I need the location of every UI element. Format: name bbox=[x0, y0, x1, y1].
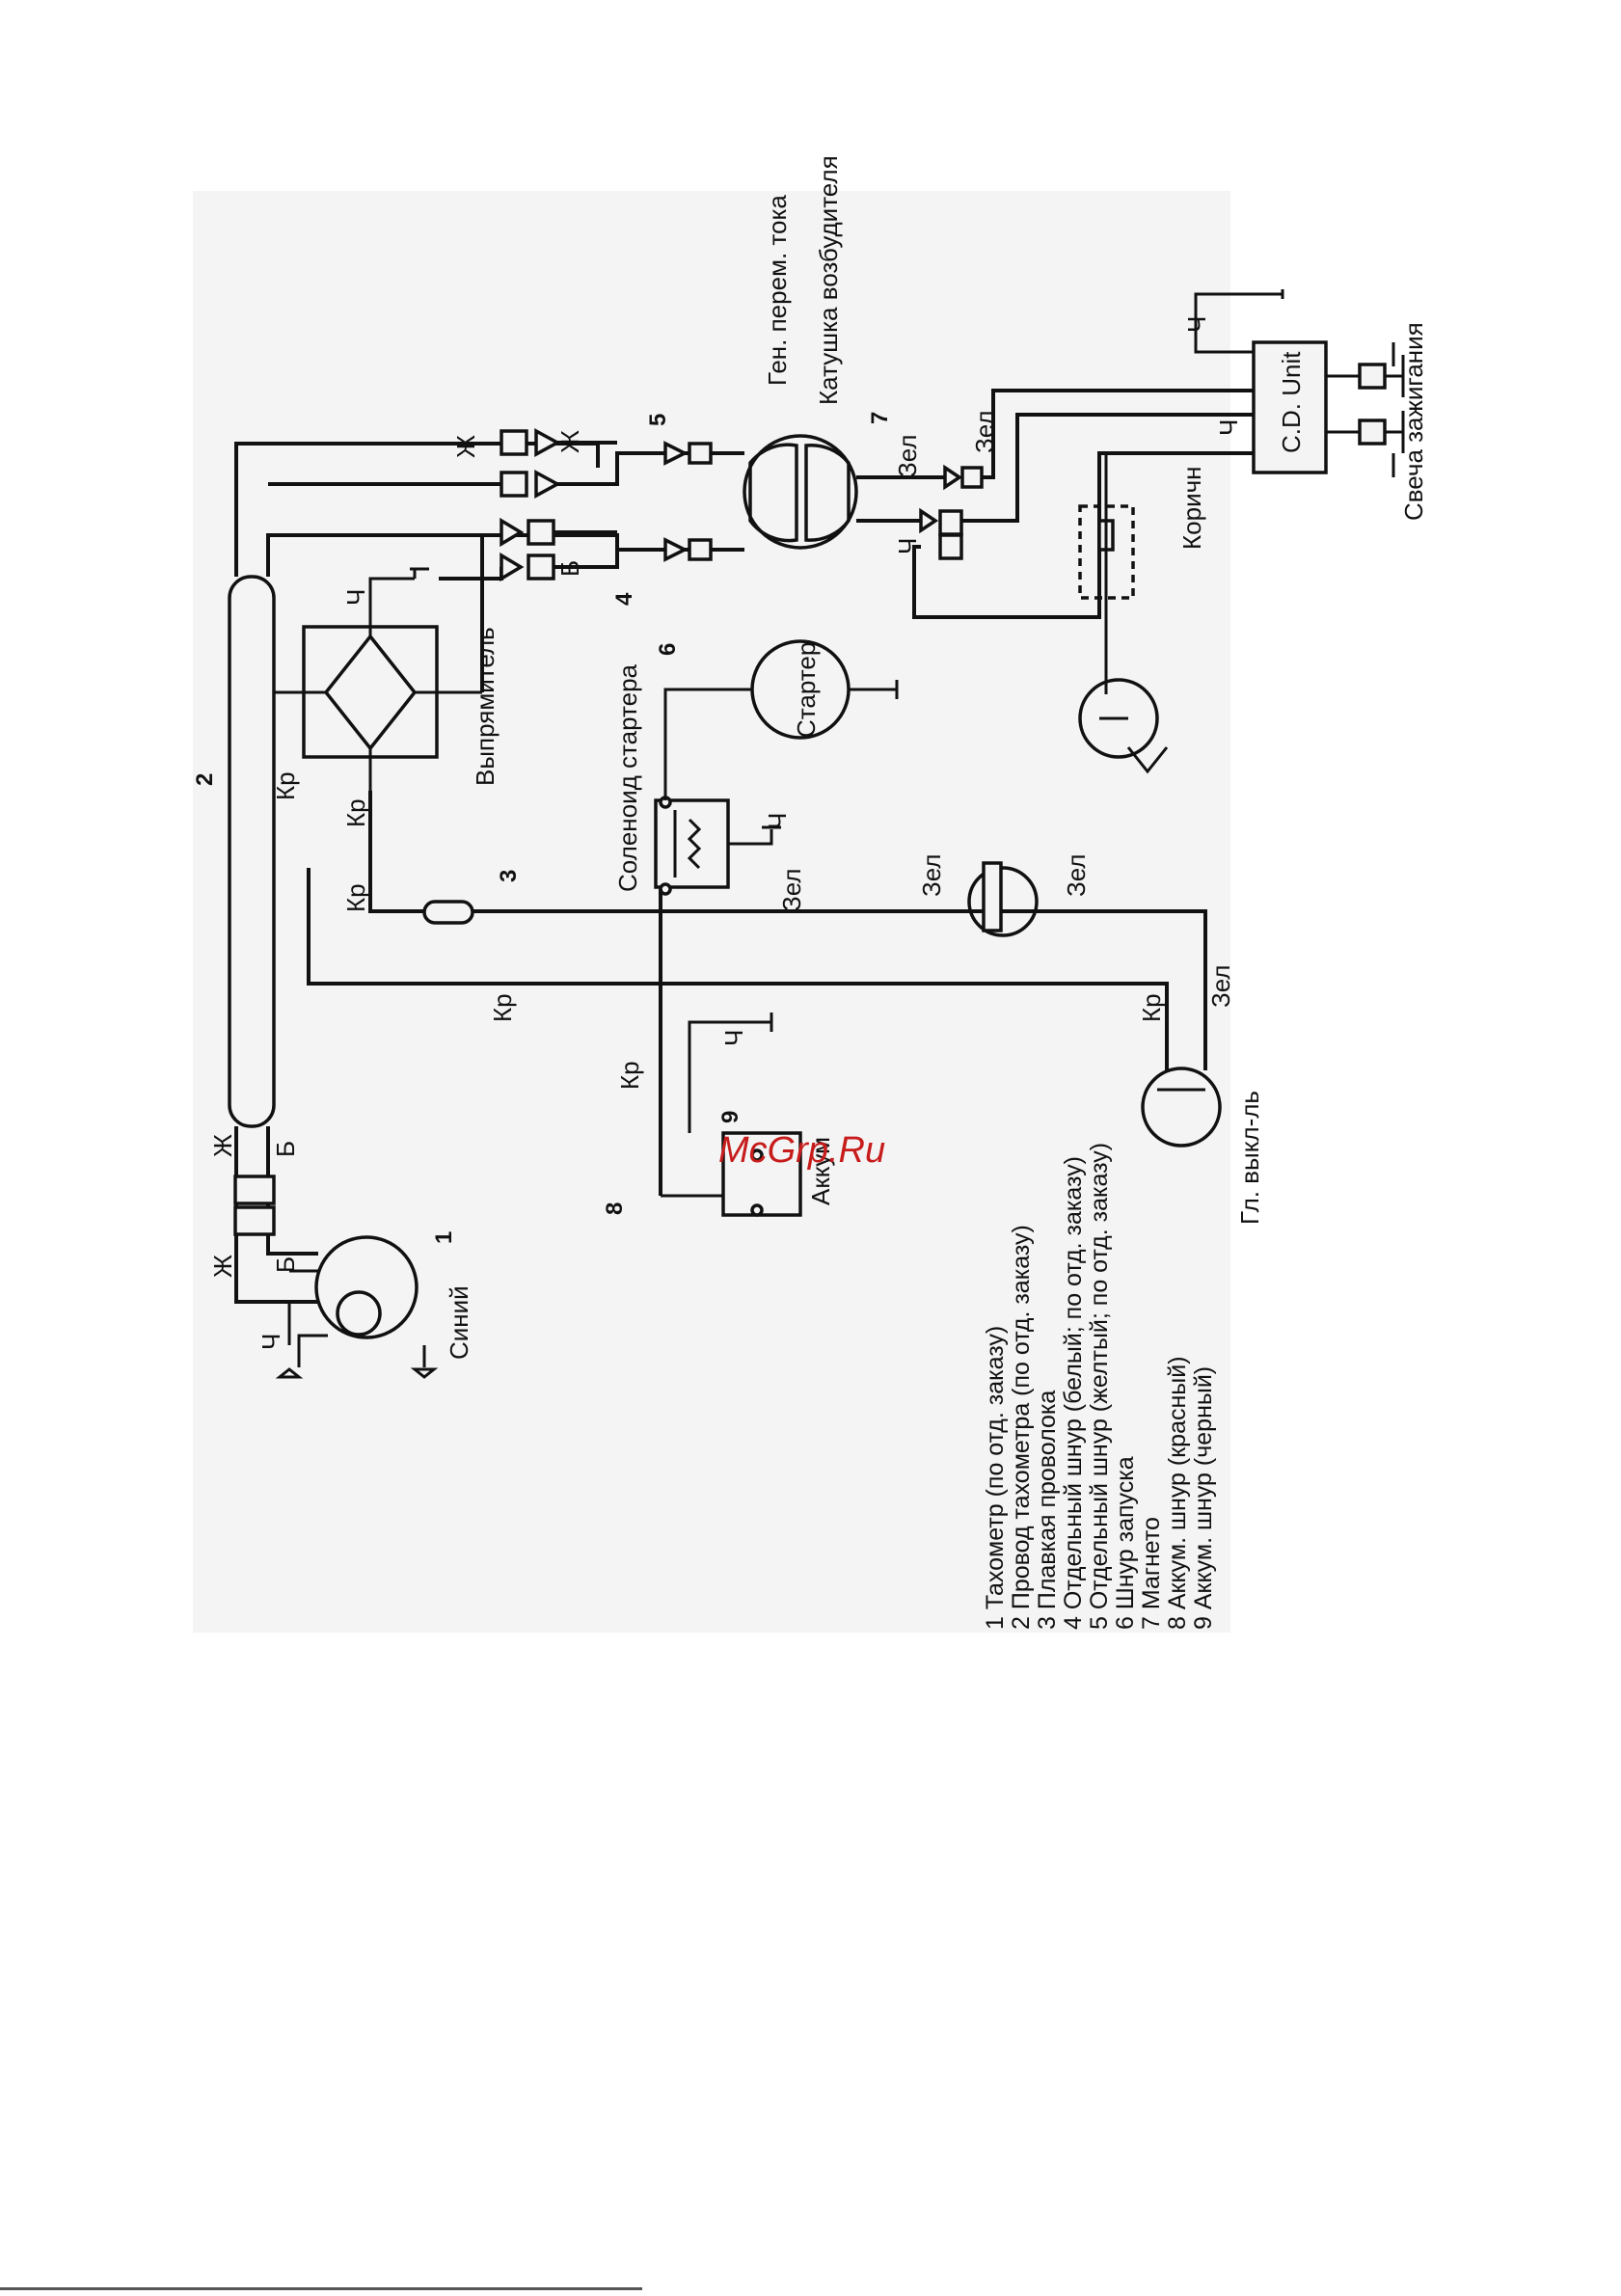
spark-plug-2 bbox=[1358, 411, 1405, 477]
legend-item-8: 8 Аккум. шнур (красный) bbox=[1164, 1356, 1191, 1630]
wire-label-red-5: Кр bbox=[615, 1061, 644, 1090]
watermark: McGrp.Ru bbox=[718, 1130, 885, 1171]
connector-yellow bbox=[500, 428, 561, 457]
legend-item-9: 9 Аккум. шнур (черный) bbox=[1190, 1366, 1217, 1630]
callout-3: 3 bbox=[496, 870, 522, 882]
wire-label-black-3: Ч bbox=[1214, 419, 1243, 436]
rectifier bbox=[274, 577, 482, 791]
pickup-coil bbox=[1078, 453, 1169, 774]
wire-label-white-1: Б bbox=[555, 560, 584, 577]
wire-label-green-3: Зел bbox=[1062, 854, 1091, 897]
callout-2: 2 bbox=[192, 773, 218, 786]
label-solenoid: Соленоид стартера bbox=[613, 663, 642, 892]
label-spark-plug: Свеча зажигания bbox=[1399, 322, 1428, 521]
legend-item-6: 6 Шнур запуска bbox=[1112, 1456, 1139, 1630]
wire-label-black-1: Ч bbox=[341, 589, 370, 606]
legend-item-3: 3 Плавкая проволока bbox=[1034, 1391, 1061, 1630]
wire-label-red-4: Кр bbox=[488, 993, 517, 1022]
connector-white bbox=[500, 552, 555, 582]
cd-unit-label: C.D. Unit bbox=[1277, 351, 1306, 453]
callout-5: 5 bbox=[645, 414, 671, 426]
label-starter: Стартер bbox=[792, 642, 821, 738]
label-blue: Синий bbox=[445, 1285, 473, 1360]
callout-1: 1 bbox=[431, 1231, 457, 1244]
label-rectifier: Выпрямитель bbox=[471, 627, 500, 786]
connector-tach-2 bbox=[233, 1205, 276, 1236]
tachometer bbox=[244, 1235, 439, 1379]
legend-item-1: 1 Тахометр (по отд. заказу) bbox=[982, 1326, 1009, 1630]
legend-item-7: 7 Магнето bbox=[1138, 1517, 1165, 1630]
wire-label-yellow-3: Ж bbox=[208, 1134, 237, 1157]
connector-yellow-2 bbox=[500, 470, 561, 499]
spark-plug-1 bbox=[1358, 342, 1405, 397]
ignition-switch bbox=[967, 861, 1039, 937]
cd-unit: C.D. Unit bbox=[1194, 289, 1364, 474]
legend-item-2: 2 Провод тахометра (по отд. заказу) bbox=[1008, 1225, 1035, 1630]
alternator bbox=[663, 434, 858, 562]
callout-9: 9 bbox=[717, 1111, 743, 1123]
wire-label-black-4: Ч bbox=[1182, 316, 1211, 333]
legend-item-4: 4 Отдельный шнур (белый; по отд. заказу) bbox=[1060, 1156, 1087, 1630]
wire-label-red-6: Кр bbox=[1137, 993, 1166, 1022]
label-brown: Коричн bbox=[1177, 467, 1206, 551]
legend: 1 Тахометр (по отд. заказу) 2 Провод тах… bbox=[982, 1143, 1217, 1630]
connector-tach-1 bbox=[233, 1175, 276, 1205]
wire-label-black-5: Ч bbox=[763, 813, 792, 829]
connector-white-2 bbox=[500, 517, 555, 548]
wire-label-black-6: Ч bbox=[719, 1030, 748, 1046]
wire-label-green-2: Зел bbox=[917, 854, 946, 897]
footer-divider bbox=[0, 2287, 642, 2290]
legend-item-5: 5 Отдельный шнур (желтый; по отд. заказу… bbox=[1086, 1143, 1113, 1630]
battery bbox=[661, 1013, 802, 1217]
wire-label-black-2: Ч bbox=[893, 538, 922, 554]
callout-7: 7 bbox=[867, 412, 893, 424]
fusible-link bbox=[422, 900, 474, 925]
wire-label-yellow-1: Ж bbox=[451, 435, 480, 458]
wire-label-green-5: Зел bbox=[893, 435, 922, 477]
wire-label-yellow-2: Ж bbox=[555, 430, 584, 453]
wire-label-red-1: Кр bbox=[271, 771, 300, 800]
connector-black bbox=[919, 507, 963, 560]
wire-label-red-2: Кр bbox=[341, 798, 370, 827]
wire-label-black-7: Ч bbox=[257, 1334, 285, 1350]
callout-8: 8 bbox=[602, 1202, 628, 1215]
starter-motor bbox=[663, 639, 899, 800]
wire-label-green-6: Зел bbox=[970, 411, 999, 453]
starter-solenoid bbox=[654, 796, 781, 896]
callout-4: 4 bbox=[611, 592, 637, 606]
wire-label-red-3: Кр bbox=[341, 883, 370, 912]
label-battery: Аккум bbox=[806, 1137, 835, 1205]
wire-label-green-4: Зел bbox=[1206, 965, 1235, 1008]
wire-label-green-1: Зел bbox=[777, 869, 806, 911]
callout-6: 6 bbox=[655, 643, 681, 656]
label-alternator: Ген. перем. тока bbox=[763, 195, 792, 386]
main-switch bbox=[1141, 1067, 1222, 1148]
connector-green bbox=[943, 464, 984, 491]
label-exciter: Катушка возбудителя bbox=[814, 155, 843, 405]
label-main-switch: Гл. выкл-ль bbox=[1235, 1091, 1264, 1225]
wire-label-white-3: Б bbox=[271, 1256, 300, 1273]
wire-label-yellow-4: Ж bbox=[208, 1255, 237, 1278]
wire-label-white-2: Б bbox=[271, 1141, 300, 1157]
